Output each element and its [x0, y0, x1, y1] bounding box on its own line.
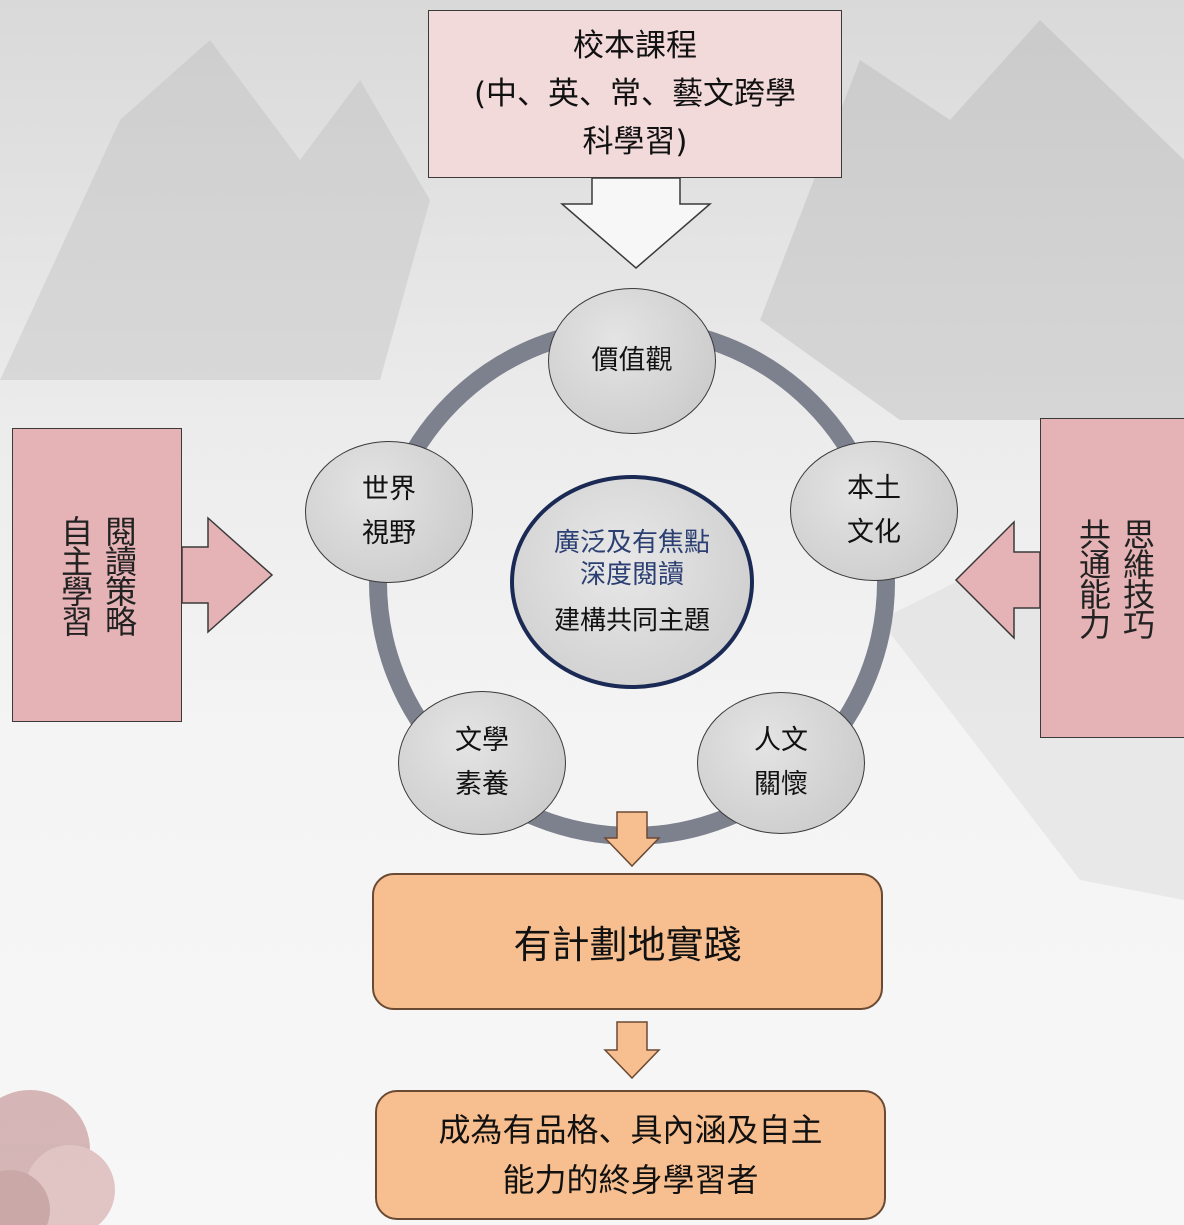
- mountain-background: [0, 20, 1184, 900]
- central-reading-text: 廣泛及有焦點深度閱讀: [553, 528, 710, 590]
- circle-local-culture-label: 本土 文化: [847, 473, 901, 548]
- circle-world-vision-label: 世界 視野: [362, 474, 416, 549]
- thinking-skills-text: 思維技巧 共通能力: [1071, 518, 1159, 638]
- central-theme-circle: 廣泛及有焦點深度閱讀 建構共同主題: [510, 475, 754, 689]
- reading-strategy-text: 閱讀策略 自主學習: [53, 515, 141, 635]
- goal-box: 成為有品格、具內涵及自主 能力的終身學習者: [375, 1090, 886, 1220]
- right-left-arrow: [954, 520, 1041, 640]
- self-learning-label: 自主學習: [56, 515, 94, 635]
- practice-text: 有計劃地實踐: [513, 923, 742, 967]
- goal-text: 成為有品格、具內涵及自主 能力的終身學習者: [438, 1111, 823, 1199]
- circle-values: 價值觀: [548, 288, 716, 434]
- reading-strategy-label: 閱讀策略: [100, 515, 138, 635]
- down-arrow-2: [603, 1021, 661, 1080]
- thinking-skills-label: 思維技巧: [1118, 518, 1156, 638]
- circle-humanistic-care: 人文 關懷: [697, 692, 865, 834]
- generic-skills-label: 共通能力: [1074, 518, 1112, 638]
- school-curriculum-text: 校本課程 (中、英、常、藝文跨學 科學習): [473, 28, 797, 160]
- circle-literary-literacy-label: 文學 素養: [455, 725, 509, 800]
- left-right-arrow: [181, 516, 274, 634]
- school-curriculum-box: 校本課程 (中、英、常、藝文跨學 科學習): [428, 10, 842, 178]
- circle-humanistic-care-label: 人文 關懷: [754, 725, 808, 800]
- thinking-skills-box: 思維技巧 共通能力: [1040, 418, 1184, 738]
- blossom-decoration: [0, 1090, 115, 1225]
- central-theme-text: 建構共同主題: [553, 606, 710, 636]
- circle-values-label: 價值觀: [591, 345, 673, 376]
- circle-world-vision: 世界 視野: [305, 441, 473, 583]
- down-arrow-1: [603, 811, 661, 868]
- circle-local-culture: 本土 文化: [790, 441, 958, 581]
- practice-box: 有計劃地實踐: [372, 873, 883, 1010]
- circle-literary-literacy: 文學 素養: [398, 691, 566, 835]
- top-down-arrow: [559, 177, 713, 269]
- reading-strategy-box: 閱讀策略 自主學習: [12, 428, 182, 722]
